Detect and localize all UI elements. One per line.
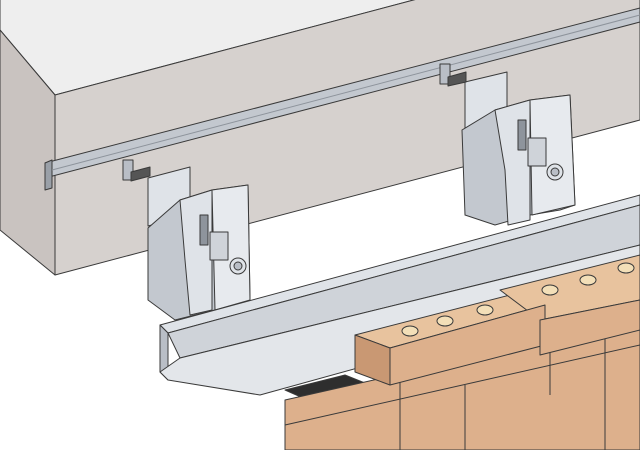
bolt-shank [447, 71, 467, 87]
mortar-joint [284, 344, 640, 426]
nut-center [550, 167, 560, 177]
bolt-shank [130, 166, 151, 182]
brick-hole [401, 325, 419, 337]
serrated-plate [527, 137, 547, 167]
bracket-left [122, 159, 251, 321]
nut-center [233, 261, 243, 271]
brick-front-face [539, 299, 640, 356]
brick-holes [401, 262, 635, 337]
bracket-right [439, 63, 576, 226]
bolt-head-icon [122, 159, 134, 181]
brick-hole [436, 315, 454, 327]
bracket-slot [517, 119, 527, 151]
brick-hole [476, 304, 494, 316]
serrated-plate [209, 231, 229, 261]
channel-lip [44, 159, 53, 191]
angle-horizontal-leg [159, 244, 640, 396]
channel-slot [51, 14, 640, 171]
angle-inner-face [167, 204, 640, 359]
support-angle [159, 194, 640, 396]
brick-hole [579, 274, 597, 286]
brick-hole [617, 262, 635, 274]
bolt-head-icon [439, 63, 451, 85]
bracket-face [211, 184, 251, 311]
brickwork [284, 254, 640, 450]
bracket-face [529, 94, 576, 216]
bracket-slot [199, 214, 209, 246]
brick-hole [541, 284, 559, 296]
cast-in-channel [44, 7, 640, 191]
